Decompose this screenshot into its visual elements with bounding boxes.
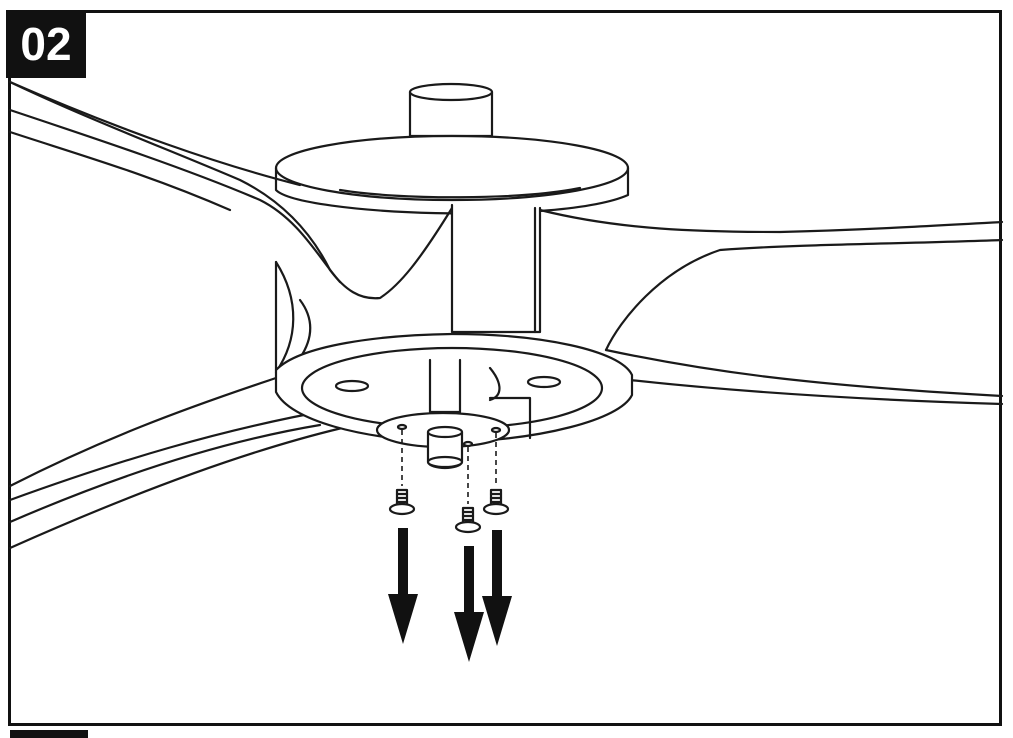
next-step-tab (10, 730, 88, 738)
screw-right (482, 488, 510, 516)
screw-left (388, 488, 416, 516)
fan-blade-right (538, 208, 1004, 406)
blade-mount-ring (274, 332, 634, 444)
diagram-frame (8, 10, 1002, 726)
fan-blade-left (8, 80, 454, 300)
motor-housing (274, 82, 630, 372)
cover-plate (375, 411, 511, 470)
screw-middle (454, 506, 482, 534)
step-number-badge: 02 (6, 10, 86, 78)
down-arrow-icon (454, 546, 484, 662)
down-arrow-icon (482, 530, 512, 646)
down-arrow-icon (388, 528, 418, 644)
